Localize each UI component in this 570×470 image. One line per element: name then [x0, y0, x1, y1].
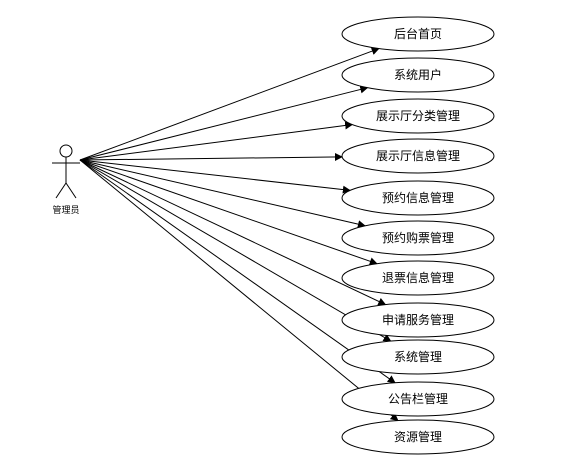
use-case-ellipse — [341, 16, 495, 52]
use-case-label: 展示厅分类管理 — [376, 108, 460, 123]
use-case: 预约信息管理 — [341, 180, 495, 216]
use-case: 系统用户 — [341, 57, 495, 93]
use-case-label: 公告栏管理 — [388, 391, 448, 406]
associations — [79, 47, 399, 422]
use-case-label: 后台首页 — [394, 26, 442, 41]
use-case-ellipse — [341, 57, 495, 93]
use-case: 系统管理 — [341, 339, 495, 375]
association-arrow — [79, 159, 351, 194]
use-case: 退票信息管理 — [341, 260, 495, 296]
association-arrow — [79, 159, 366, 229]
use-case: 展示厅分类管理 — [341, 98, 495, 134]
use-case-ellipse — [341, 98, 495, 134]
use-case: 预约购票管理 — [341, 220, 495, 256]
association-arrow — [79, 159, 399, 422]
use-case-ellipse — [341, 180, 495, 216]
use-case: 后台首页 — [341, 16, 495, 52]
use-case-label: 退票信息管理 — [382, 270, 454, 285]
actor-head-icon — [59, 144, 73, 158]
use-case-ellipse — [341, 339, 495, 375]
use-cases: 后台首页系统用户展示厅分类管理展示厅信息管理预约信息管理预约购票管理退票信息管理… — [341, 16, 495, 455]
association-arrow — [79, 121, 354, 161]
use-case-ellipse — [341, 419, 495, 455]
actor-right-leg — [65, 182, 77, 199]
association-arrow — [79, 159, 392, 342]
association-arrow — [79, 159, 396, 384]
use-case: 展示厅信息管理 — [341, 138, 495, 174]
use-case-label: 申请服务管理 — [382, 312, 454, 327]
association-arrow — [79, 152, 343, 161]
association-arrow — [79, 47, 380, 161]
association-arrow — [79, 159, 378, 266]
use-case-label: 资源管理 — [394, 429, 442, 444]
use-case-label: 系统用户 — [394, 67, 442, 82]
use-case: 公告栏管理 — [341, 381, 495, 417]
actor: 管理员 — [52, 144, 80, 216]
actor-left-leg — [55, 182, 67, 199]
use-case-ellipse — [341, 220, 495, 256]
use-case: 申请服务管理 — [341, 302, 495, 338]
use-case-ellipse — [341, 302, 495, 338]
use-case-label: 预约购票管理 — [382, 230, 454, 245]
use-case-label: 预约信息管理 — [382, 190, 454, 205]
use-case-ellipse — [341, 138, 495, 174]
use-case-label: 展示厅信息管理 — [376, 148, 460, 163]
association-arrow — [79, 85, 369, 161]
use-case-label: 系统管理 — [394, 349, 442, 364]
use-case: 资源管理 — [341, 419, 495, 455]
association-arrow — [79, 159, 387, 306]
use-case-ellipse — [341, 381, 495, 417]
actor-label: 管理员 — [52, 204, 79, 216]
use-case-ellipse — [341, 260, 495, 296]
